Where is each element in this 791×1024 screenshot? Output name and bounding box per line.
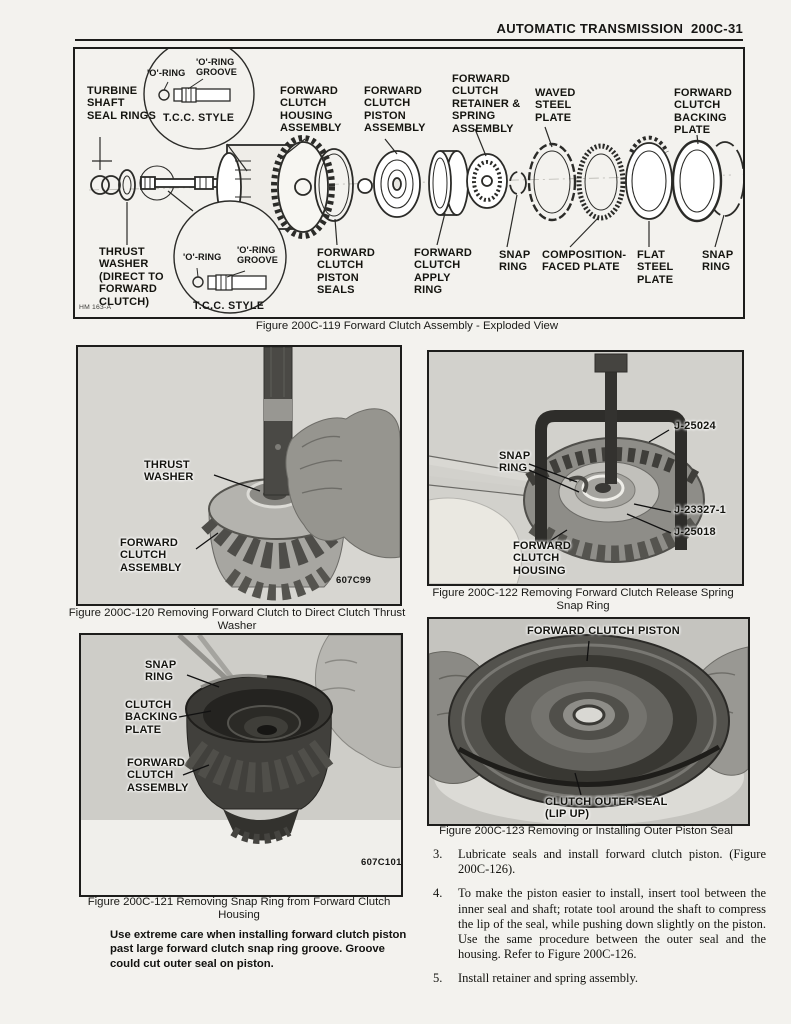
label-forward-clutch-housing-122: FORWARD CLUTCH HOUSING <box>513 540 572 577</box>
label-forward-clutch-piston-seals: FORWARD CLUTCH PISTON SEALS <box>317 247 376 297</box>
photo-121-leaders <box>178 674 220 776</box>
tcc-callout-bottom-art <box>167 190 287 314</box>
press-tool-art <box>535 353 687 550</box>
photo-122-art <box>429 352 742 584</box>
photo-code-607c99: 607C99 <box>336 575 372 586</box>
warning-text: Use extreme care when installing forward… <box>110 929 407 970</box>
figure-121-caption: Figure 200C-121 Removing Snap Ring from … <box>87 896 391 922</box>
label-clutch-backing-plate: CLUTCH BACKING PLATE <box>125 699 178 736</box>
photo-120-art <box>78 347 400 604</box>
figure-120-caption: Figure 200C-120 Removing Forward Clutch … <box>68 607 406 633</box>
header-page-code: 200C-31 <box>691 21 743 36</box>
label-waved-steel-plate: WAVED STEEL PLATE <box>535 87 576 124</box>
photo-121-art <box>81 635 401 895</box>
hand-art <box>429 497 523 584</box>
label-forward-clutch-piston: FORWARD CLUTCH PISTON <box>527 625 680 637</box>
label-j25024: J-25024 <box>674 420 716 432</box>
piston-seal-ring-art <box>314 148 354 222</box>
backing-plate-art <box>671 139 743 223</box>
step-3: 3. Lubricate seals and install forward c… <box>433 847 766 877</box>
label-thrust-washer: THRUST WASHER <box>144 459 194 484</box>
procedure-steps: 3. Lubricate seals and install forward c… <box>433 847 766 996</box>
label-snap-ring-121: SNAP RING <box>145 659 177 684</box>
figure-123-caption: Figure 200C-123 Removing or Installing O… <box>439 825 733 837</box>
step-number: 5. <box>433 971 443 986</box>
photo-123-art <box>429 619 748 824</box>
label-oring-groove-bottom: 'O'-RING GROOVE <box>237 245 278 266</box>
exploded-view-drawing <box>88 49 743 314</box>
label-j25018: J-25018 <box>674 526 716 538</box>
hand-art <box>315 635 401 768</box>
apply-ring-art <box>428 150 469 216</box>
label-forward-clutch-backing-plate: FORWARD CLUTCH BACKING PLATE <box>674 87 733 137</box>
shaft-art <box>263 347 293 496</box>
label-forward-clutch-piston-assembly: FORWARD CLUTCH PISTON ASSEMBLY <box>364 85 426 135</box>
photo-120-leaders <box>195 474 261 550</box>
label-thrust-washer-direct: THRUST WASHER (DIRECT TO FORWARD CLUTCH) <box>99 246 164 308</box>
label-clutch-outer-seal: CLUTCH OUTER SEAL (LIP UP) <box>545 796 668 821</box>
step-5: 5. Install retainer and spring assembly. <box>433 971 766 986</box>
label-forward-clutch-assembly-121: FORWARD CLUTCH ASSEMBLY <box>127 757 189 794</box>
pliers-tip-art <box>568 475 589 494</box>
label-forward-clutch-housing-assembly: FORWARD CLUTCH HOUSING ASSEMBLY <box>280 85 342 135</box>
waved-plate-art <box>527 142 577 222</box>
figure-120-photo: THRUST WASHER FORWARD CLUTCH ASSEMBLY 60… <box>76 345 402 606</box>
label-retainer-spring-assembly: FORWARD CLUTCH RETAINER & SPRING ASSEMBL… <box>452 73 521 135</box>
leader-lines <box>279 126 725 248</box>
label-composition-faced-plate: COMPOSITION-FACED PLATE <box>542 249 627 274</box>
step-4: 4. To make the piston easier to install,… <box>433 886 766 962</box>
figure-123-photo: FORWARD CLUTCH PISTON CLUTCH OUTER SEAL … <box>427 617 750 826</box>
composition-plate-art <box>576 143 626 221</box>
step-number: 4. <box>433 886 443 901</box>
label-j23327-1: J-23327-1 <box>674 504 726 516</box>
label-forward-clutch-apply-ring: FORWARD CLUTCH APPLY RING <box>414 247 473 297</box>
label-turbine-shaft-seal-rings: TURBINE SHAFT SEAL RINGS <box>87 85 157 122</box>
retainer-spring-art <box>466 153 508 209</box>
figure-119-caption: Figure 200C-119 Forward Clutch Assembly … <box>255 320 559 332</box>
step-text: Install retainer and spring assembly. <box>458 971 639 986</box>
flat-plate-art <box>625 135 673 220</box>
tcc-callout-top-art <box>143 49 255 172</box>
figure-122-photo: J-25024 SNAP RING J-23327-1 J-25018 FORW… <box>427 350 744 586</box>
step-text: To make the piston easier to install, in… <box>458 886 766 962</box>
label-snap-ring-right: SNAP RING <box>702 249 734 274</box>
piston-art <box>448 634 730 808</box>
header-title: AUTOMATIC TRANSMISSION <box>496 21 684 36</box>
label-snap-ring-122: SNAP RING <box>499 450 531 475</box>
label-oring-groove-top: 'O'-RING GROOVE <box>196 57 237 78</box>
figure-121-photo: SNAP RING CLUTCH BACKING PLATE FORWARD C… <box>79 633 403 897</box>
thrust-washer-art <box>118 169 136 245</box>
step-number: 3. <box>433 847 443 861</box>
page-header: AUTOMATIC TRANSMISSION 200C-31 <box>497 21 743 36</box>
photo-123-leaders <box>574 640 590 796</box>
label-oring-top: 'O'-RING <box>147 68 186 78</box>
label-tcc-style-top: T.C.C. STYLE <box>163 112 235 124</box>
small-seal-art <box>357 178 373 194</box>
hand-art <box>285 408 400 559</box>
photo-122-leaders <box>528 429 672 549</box>
header-rule <box>75 39 743 41</box>
label-snap-ring-left: SNAP RING <box>499 249 531 274</box>
drawing-code: HM 163-A <box>79 304 112 311</box>
figure-119-exploded-view: TURBINE SHAFT SEAL RINGS 'O'-RING 'O'-RI… <box>73 47 745 319</box>
drum-art <box>183 673 335 844</box>
snap-ring-small-art <box>509 171 527 195</box>
photo-code-607c101: 607C101 <box>361 857 402 868</box>
step-text: Lubricate seals and install forward clut… <box>458 847 766 877</box>
label-oring-bottom: 'O'-RING <box>183 252 222 262</box>
label-tcc-style-bottom: T.C.C. STYLE <box>193 300 265 312</box>
label-flat-steel-plate: FLAT STEEL PLATE <box>637 249 674 286</box>
piston-assembly-art <box>373 150 421 218</box>
figure-122-caption: Figure 200C-122 Removing Forward Clutch … <box>432 587 734 613</box>
label-forward-clutch-assembly-120: FORWARD CLUTCH ASSEMBLY <box>120 537 182 574</box>
turbine-seal-rings-art <box>90 137 121 195</box>
